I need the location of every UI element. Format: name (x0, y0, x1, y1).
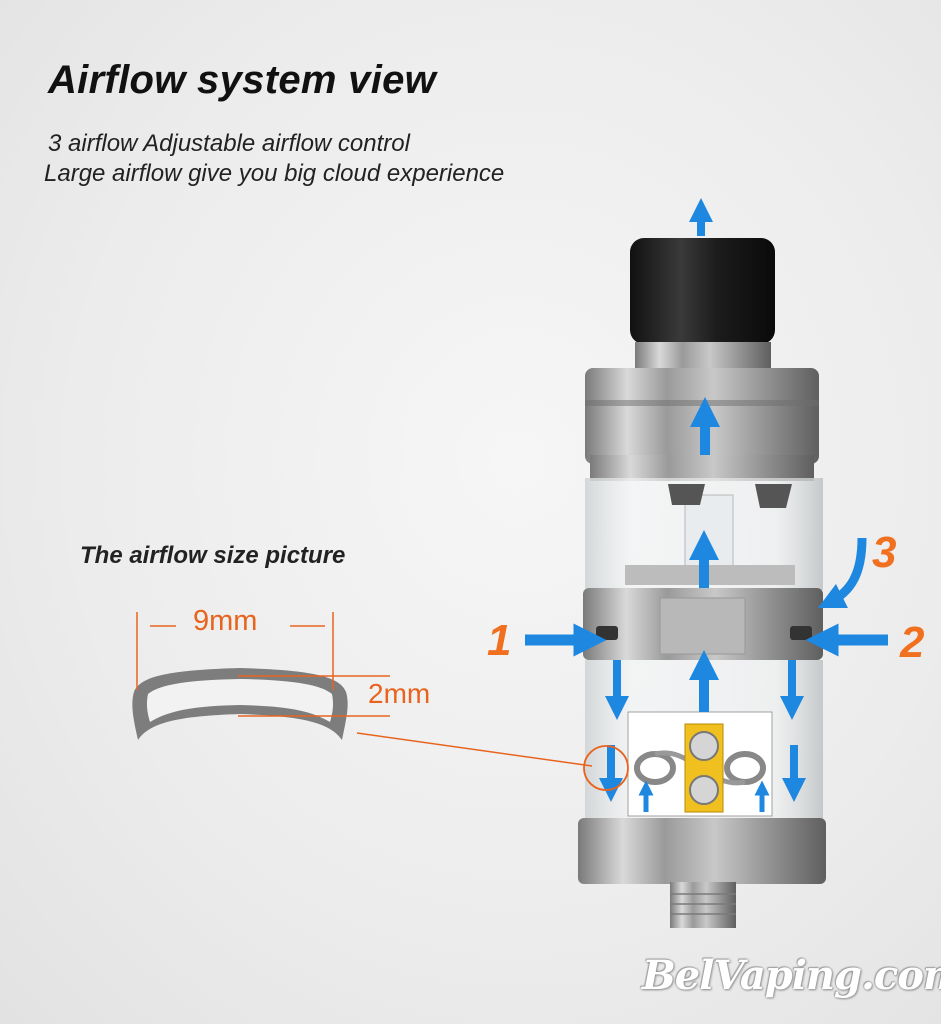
airflow-size-title: The airflow size picture (80, 542, 346, 569)
coil (634, 723, 766, 813)
watermark-logo: BelVaping.com (642, 952, 941, 999)
page-title: Airflow system view (48, 58, 437, 102)
base (578, 818, 826, 884)
subtitle-line-1: 3 airflow Adjustable airflow control (48, 130, 410, 157)
drip-tip (630, 238, 775, 344)
dimension-lines (136, 612, 629, 791)
airflow-marker-3: 3 (872, 528, 897, 577)
subtitle-line-2: Large airflow give you big cloud experie… (44, 160, 505, 187)
width-dimension-label: 9mm (193, 605, 258, 637)
height-dimension-label: 2mm (368, 678, 431, 709)
airflow-marker-1: 1 (487, 616, 512, 665)
airflow-marker-2: 2 (900, 618, 925, 667)
arrow-inlet-top (817, 537, 867, 609)
airflow-arrows (525, 198, 888, 812)
